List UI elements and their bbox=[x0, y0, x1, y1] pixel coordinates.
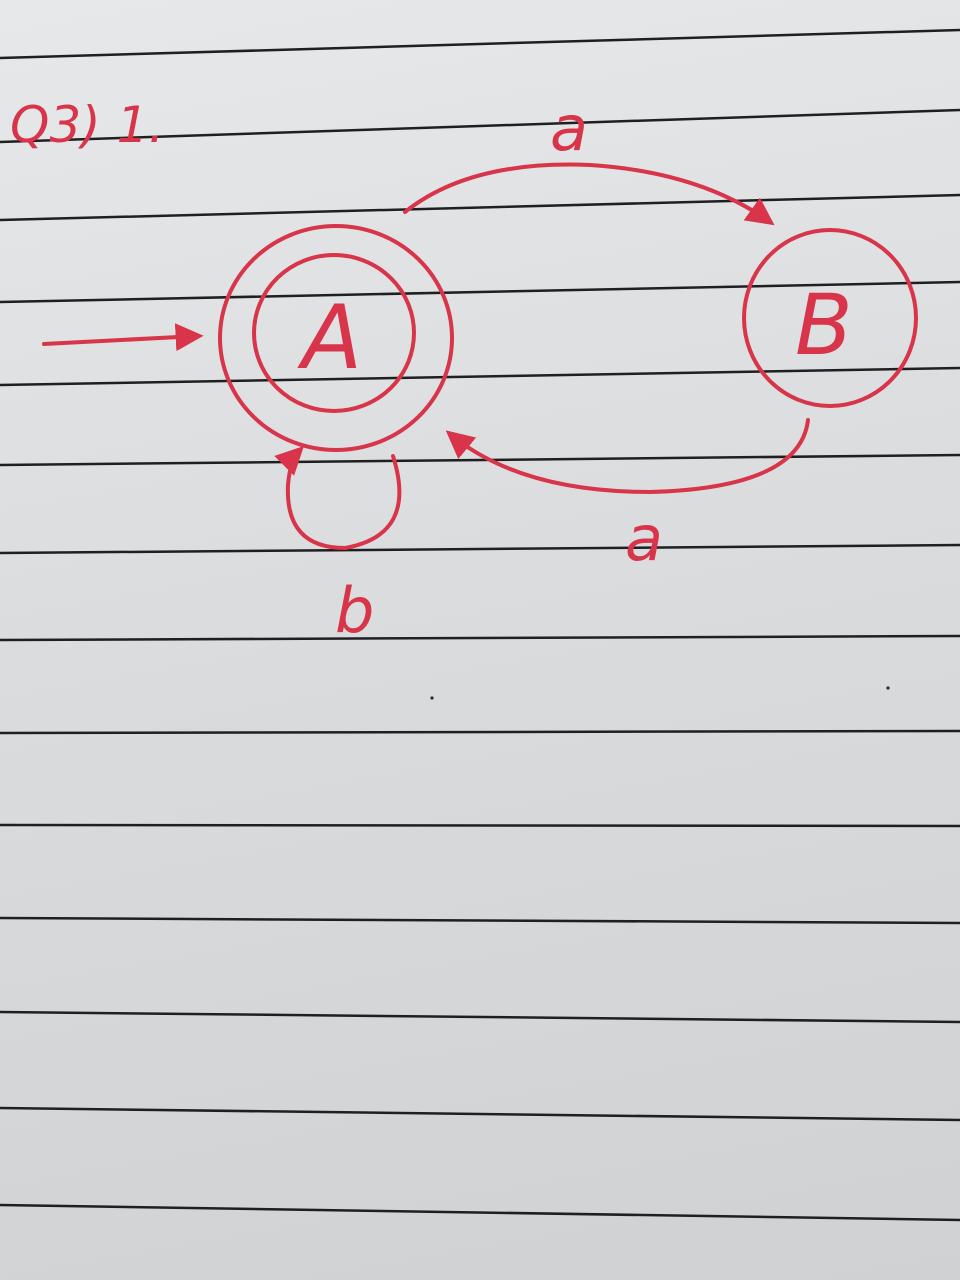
rule-line bbox=[0, 28, 960, 60]
rule-line bbox=[0, 823, 960, 828]
diagram bbox=[42, 162, 918, 551]
state-B-circle bbox=[742, 228, 918, 408]
rule-line bbox=[0, 453, 960, 467]
state-A-outer-circle bbox=[218, 224, 454, 452]
state-A-label: A bbox=[297, 286, 362, 389]
transition-label-B-to-A: a bbox=[625, 502, 663, 575]
rule-line bbox=[0, 634, 960, 642]
paper-speck bbox=[430, 696, 434, 700]
rule-line bbox=[0, 193, 960, 222]
question-label: Q3) 1. bbox=[10, 96, 164, 154]
transition-B-to-A bbox=[445, 418, 810, 495]
rule-line bbox=[0, 108, 960, 144]
start-arrow bbox=[42, 323, 204, 352]
transition-label-A-to-B: a bbox=[550, 92, 588, 165]
rule-line bbox=[0, 543, 960, 555]
state-A bbox=[218, 224, 454, 452]
rule-line bbox=[0, 280, 960, 304]
state-B-label: B bbox=[795, 276, 853, 374]
ruled-lines bbox=[0, 28, 960, 1222]
rule-line bbox=[0, 1106, 960, 1122]
rule-line bbox=[0, 729, 960, 735]
transition-A-to-B bbox=[403, 162, 775, 226]
paper-speck bbox=[886, 686, 890, 690]
state-A-inner-circle bbox=[252, 253, 416, 413]
rule-line bbox=[0, 1010, 960, 1024]
transition-label-A-self-loop: b bbox=[335, 574, 374, 647]
rule-line bbox=[0, 1203, 960, 1222]
rule-line bbox=[0, 916, 960, 925]
rule-line bbox=[0, 366, 960, 387]
transition-A-self-loop bbox=[274, 446, 402, 551]
